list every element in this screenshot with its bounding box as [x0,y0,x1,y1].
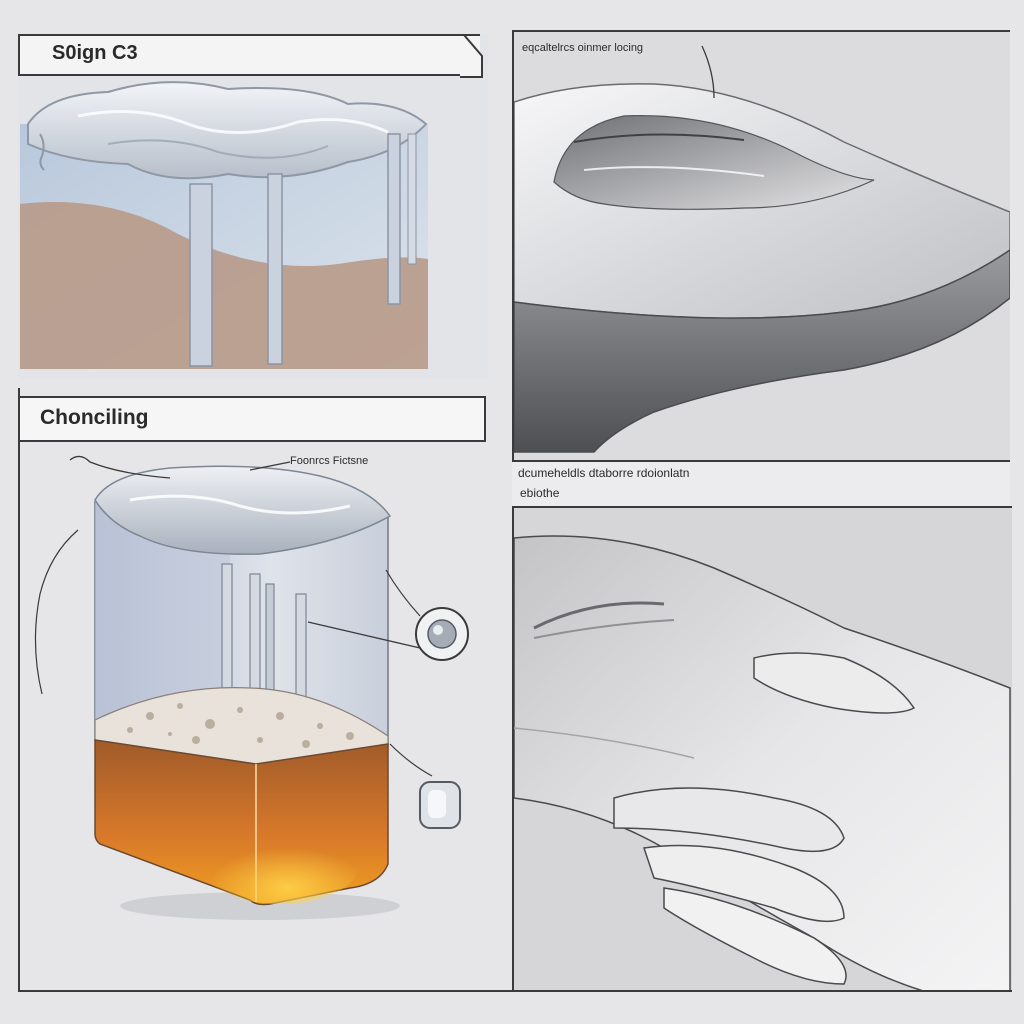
bottom-right-caption-bar [512,462,1010,506]
clip-icon-graphic [419,781,461,829]
bottom-right-caption-line2: ebiothe [520,486,560,500]
middle-left-header-bar [18,396,486,442]
melting-container-illustration [18,34,488,379]
bottom-right-caption-line1: dcumeheldls dtaborre rdoionlatn [518,466,690,480]
chamber-illustration [34,455,433,920]
top-right-annotation: eqcaltelrcs oinmer locing [522,42,644,54]
hand-illustration [514,508,1012,990]
middle-left-panel [20,444,488,990]
metal-plate-illustration [514,32,1010,460]
outer-frame-bottom [18,990,512,992]
clip-icon[interactable] [416,776,464,832]
top-left-header-bar [18,34,480,76]
lens-icon-graphic [415,607,469,661]
lens-icon[interactable] [414,606,472,664]
top-right-panel [512,30,1010,462]
middle-left-header-title: Chonciling [40,406,149,429]
top-left-header-title: S0ign C3 [52,42,138,64]
top-left-header-cap [460,34,483,78]
top-left-panel [18,34,488,379]
bottom-right-panel [512,506,1012,992]
outer-frame [18,388,20,992]
middle-left-annotation: Foonrcs Fictsne [290,455,369,467]
